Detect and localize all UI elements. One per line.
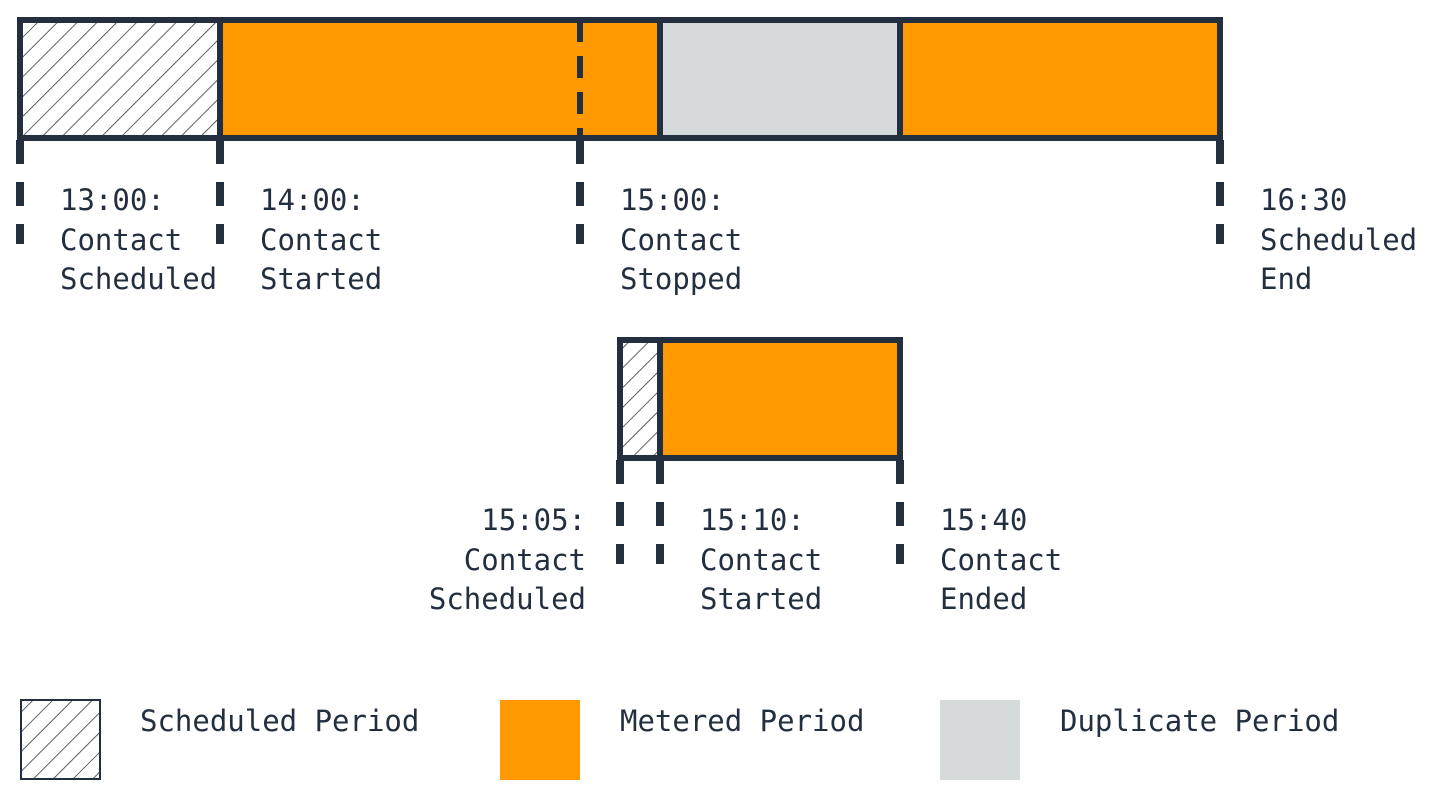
marker-label: Contact xyxy=(700,543,822,577)
marker-label: Contact xyxy=(60,223,182,257)
marker-label: Stopped xyxy=(620,262,742,296)
marker-label: Contact xyxy=(940,543,1062,577)
timeline-2-ticks xyxy=(616,460,904,564)
marker-label: 15:10: xyxy=(700,503,805,537)
duplicate-segment xyxy=(660,20,900,138)
timeline-2-bar xyxy=(617,337,903,461)
marker-label: 15:05: xyxy=(481,503,586,537)
marker-label: Contact xyxy=(620,223,742,257)
marker-label: Contact xyxy=(260,223,382,257)
marker-label: Scheduled xyxy=(1260,223,1417,257)
timeline-2-labels: 15:05: Contact Scheduled 15:10: Contact … xyxy=(429,503,1062,616)
marker-label: End xyxy=(1260,262,1312,296)
legend-metered-label: Metered Period xyxy=(620,704,864,738)
marker-label: Ended xyxy=(940,582,1027,616)
marker-label: 13:00: xyxy=(60,183,165,217)
legend: Scheduled Period Metered Period Duplicat… xyxy=(20,699,1339,780)
legend-duplicate-label: Duplicate Period xyxy=(1060,704,1339,738)
metered-segment xyxy=(220,20,660,138)
legend-duplicate-swatch xyxy=(940,700,1020,780)
marker-label: 15:00: xyxy=(620,183,725,217)
marker-label: Started xyxy=(260,262,382,296)
timeline-1-labels: 13:00: Contact Scheduled 14:00: Contact … xyxy=(60,183,1417,296)
legend-scheduled-label: Scheduled Period xyxy=(140,704,419,738)
marker-label: Scheduled xyxy=(429,582,586,616)
scheduled-segment xyxy=(20,20,220,138)
timeline-1-ticks xyxy=(16,140,1224,244)
timeline-1-bar xyxy=(17,17,1223,141)
scheduled-segment xyxy=(620,340,660,458)
metered-segment xyxy=(660,340,900,458)
bar-outline xyxy=(617,337,903,461)
bar-outline xyxy=(17,17,1223,141)
legend-scheduled-swatch xyxy=(20,699,101,780)
metered-segment xyxy=(900,20,1220,138)
marker-label: 14:00: xyxy=(260,183,365,217)
marker-label: Contact xyxy=(464,543,586,577)
legend-metered-swatch xyxy=(500,700,580,780)
marker-label: Scheduled xyxy=(60,262,217,296)
marker-label: Started xyxy=(700,582,822,616)
marker-label: 15:40 xyxy=(940,503,1027,537)
marker-label: 16:30 xyxy=(1260,183,1347,217)
